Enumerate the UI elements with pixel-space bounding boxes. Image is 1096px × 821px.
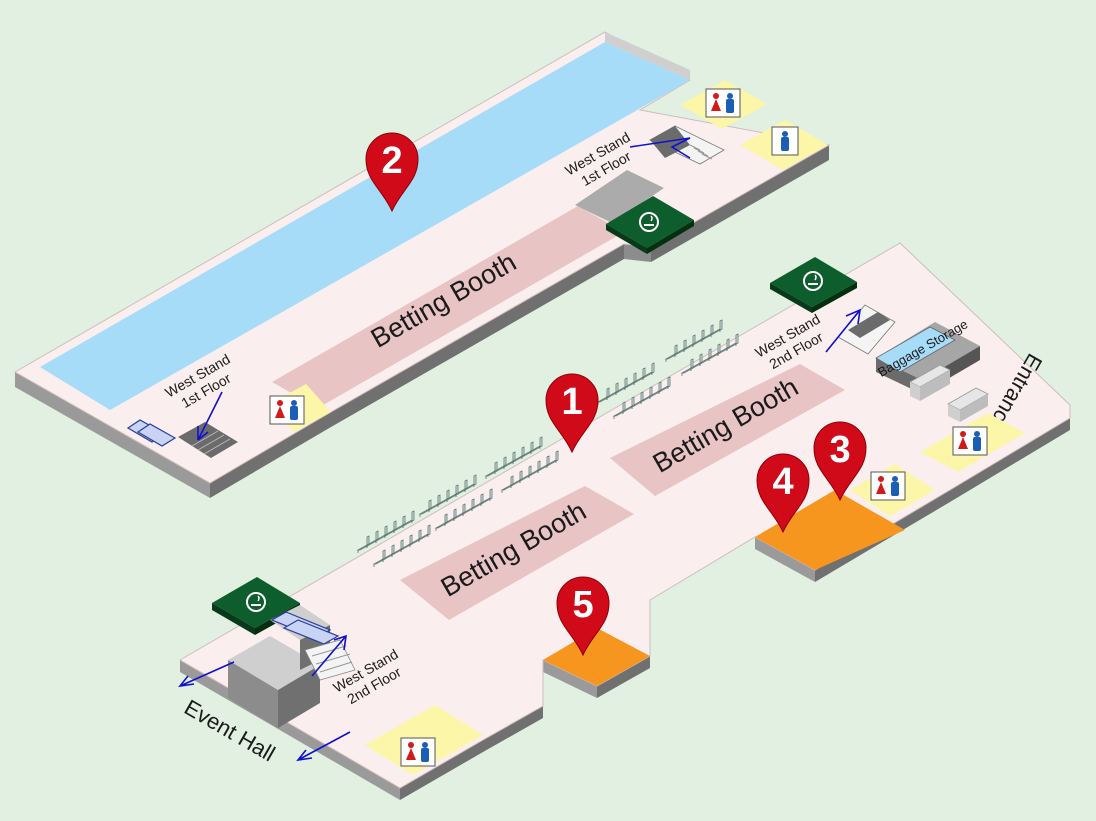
direction-arrow-icon: [629, 137, 691, 159]
men-restroom-icon: [771, 126, 799, 156]
direction-arrow-icon: [311, 634, 347, 677]
marker-4[interactable]: 4: [756, 453, 810, 533]
smoking-area-upper[interactable]: [606, 196, 694, 254]
betting-booth-upper: [272, 206, 624, 408]
direction-arrow-icon: [825, 308, 861, 353]
marker-1[interactable]: 1: [545, 373, 599, 453]
upper-building: Betting Booth West Stand 1st Floor: [13, 31, 831, 498]
svg-text:4: 4: [772, 461, 793, 503]
stairs-upper-left[interactable]: [178, 422, 238, 458]
svg-text:3: 3: [829, 429, 850, 471]
escalator-lower-left[interactable]: [270, 611, 340, 645]
svg-text:1: 1: [561, 381, 582, 423]
restroom-icon: [870, 471, 906, 501]
track-area: [40, 42, 690, 410]
highlight-zone-5[interactable]: [543, 628, 650, 686]
stairs-upper-right[interactable]: [649, 125, 725, 165]
svg-text:5: 5: [572, 584, 593, 626]
restroom-icon: [952, 426, 988, 456]
direction-arrow-icon: [296, 731, 351, 762]
betting-booth-lower-left: [400, 486, 634, 620]
restroom-icon: [400, 737, 436, 767]
restroom-icon: [269, 395, 305, 425]
marker-2[interactable]: 2: [365, 132, 419, 212]
upper-counter: [575, 170, 664, 223]
lower-building: Betting Booth Betting Booth: [178, 242, 1071, 800]
storage-block: [909, 364, 989, 422]
escalator-upper-left[interactable]: [126, 419, 177, 447]
svg-text:2: 2: [381, 140, 402, 182]
direction-arrow-icon: [178, 661, 235, 688]
marker-3[interactable]: 3: [813, 421, 867, 501]
highlight-zone-3-4[interactable]: [755, 490, 905, 570]
restroom-icon: [705, 88, 741, 118]
smoking-area-right[interactable]: [770, 257, 857, 313]
marker-5[interactable]: 5: [556, 576, 610, 656]
direction-arrow-icon: [197, 391, 223, 441]
betting-booth-lower-right: [610, 364, 845, 496]
